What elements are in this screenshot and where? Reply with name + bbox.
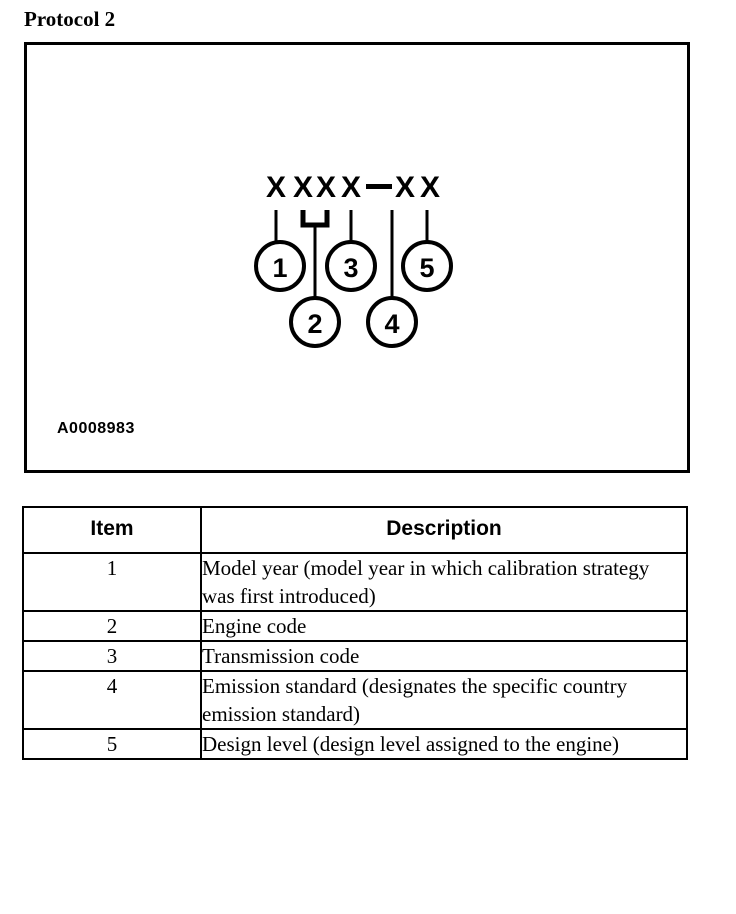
figure-container: X X X X X X 1 2 [24, 42, 690, 473]
cell-item-description: Design level (design level assigned to t… [200, 728, 688, 760]
cell-item-description: Emission standard (designates the specif… [200, 670, 688, 730]
page-title: Protocol 2 [24, 7, 116, 31]
table-row: 2 Engine code [22, 610, 688, 642]
cell-item-number: 5 [22, 728, 202, 760]
callout-circle-4 [366, 296, 418, 348]
cell-item-number: 4 [22, 670, 202, 730]
callout-label-3: 3 [343, 253, 358, 283]
code-pattern-text: X X X X X X [266, 171, 440, 204]
cell-item-number: 1 [22, 552, 202, 612]
cell-item-description: Engine code [200, 610, 688, 642]
cell-item-description: Model year (model year in which calibrat… [200, 552, 688, 612]
callout-4: 4 [366, 296, 418, 348]
column-header-description: Description [200, 506, 688, 554]
figure-id-label: A0008983 [57, 420, 135, 437]
code-char-2: X [293, 171, 313, 204]
cell-item-number: 3 [22, 640, 202, 672]
callout-circle-2 [289, 296, 341, 348]
callout-circle-3 [325, 240, 377, 292]
code-char-6: X [395, 171, 415, 204]
bracket-group-2 [300, 210, 330, 228]
column-header-item: Item [22, 506, 202, 554]
item-description-table: Item Description 1 Model year (model yea… [22, 506, 688, 760]
callout-label-2: 2 [307, 309, 322, 339]
callout-circle-5 [401, 240, 453, 292]
callout-1: 1 [254, 240, 306, 292]
callout-label-5: 5 [419, 253, 434, 283]
table-row: 5 Design level (design level assigned to… [22, 728, 688, 760]
table-row: 1 Model year (model year in which calibr… [22, 552, 688, 612]
code-char-7: X [420, 171, 440, 204]
cell-item-number: 2 [22, 610, 202, 642]
code-char-3: X [316, 171, 336, 204]
code-char-1: X [266, 171, 286, 204]
code-dash-separator [366, 184, 392, 189]
callout-5: 5 [401, 240, 453, 292]
code-breakdown-diagram: X X X X X X 1 2 [254, 171, 453, 348]
callout-2: 2 [289, 296, 341, 348]
callout-circle-1 [254, 240, 306, 292]
table-row: 4 Emission standard (designates the spec… [22, 670, 688, 730]
code-char-4: X [341, 171, 361, 204]
table-row: 3 Transmission code [22, 640, 688, 672]
table-header-row: Item Description [22, 506, 688, 554]
callout-3: 3 [325, 240, 377, 292]
callout-label-4: 4 [384, 309, 399, 339]
cell-item-description: Transmission code [200, 640, 688, 672]
callout-label-1: 1 [272, 253, 287, 283]
